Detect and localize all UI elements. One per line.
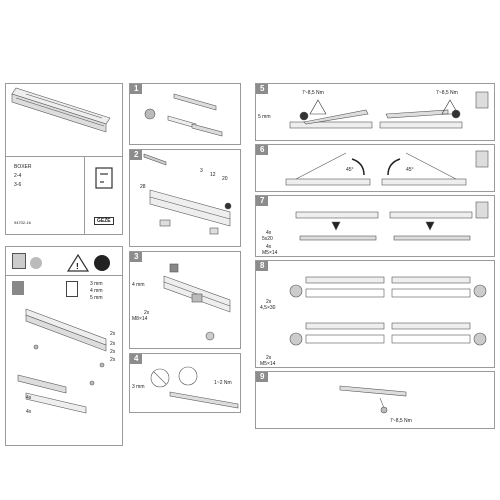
screwdriver-icon [66, 281, 78, 297]
screw-spec: M8×14 [132, 316, 148, 322]
size-1: 2-4 [14, 173, 22, 179]
step-number: 6 [256, 145, 269, 155]
step-7-panel: 7 4x 5x20 4x M5×14 [255, 195, 495, 257]
part-count: 4x [26, 409, 32, 415]
parts-illustration [17, 308, 107, 414]
step-2-illustration [143, 153, 232, 235]
book-icon [12, 253, 26, 269]
step-9-panel: 9 7~8,5 Nm [255, 371, 495, 429]
part-count: 2x [110, 357, 116, 363]
step-9-illustration [339, 385, 407, 414]
torque-right: 7~8,5 Nm [436, 90, 458, 96]
torque-label: 7~8,5 Nm [390, 418, 412, 424]
dim-label: 12 [210, 172, 216, 178]
step-3-panel: 3 4 mm 2x M8×14 [129, 251, 241, 349]
step-number: 8 [256, 261, 269, 271]
dim-label: 3 [200, 168, 203, 174]
screw-count: 2x [266, 355, 272, 361]
hex-size-3: 5 mm [90, 295, 103, 301]
step-2-panel: 2 3 12 20 28 [129, 149, 241, 247]
divider [6, 275, 122, 276]
step-6-panel: 6 45° 45° [255, 144, 495, 192]
step-1-panel: 1 [129, 83, 241, 145]
person-icon [30, 257, 42, 269]
step-1-illustration [144, 93, 223, 137]
step-number: 4 [130, 354, 143, 364]
arrow-box-icon [12, 281, 24, 295]
step-7-illustration [295, 201, 489, 241]
step-8-illustration [289, 276, 487, 346]
hex-size-2: 4 mm [90, 288, 103, 294]
step-6-illustration [285, 150, 489, 186]
cover-vertical-divider [84, 156, 85, 234]
gloves-icon [94, 255, 110, 271]
document-code: 94702-16 [14, 220, 31, 225]
screw-count: 4x [266, 230, 272, 236]
step-number: 7 [256, 196, 269, 206]
cover-panel: BOXER 2-4 3-6 94702-16 GEZE [5, 83, 123, 235]
step-number: 5 [256, 84, 269, 94]
size-2: 3-6 [14, 182, 22, 188]
model-name: BOXER [14, 164, 32, 170]
dim-label: 20 [222, 176, 228, 182]
warning-triangle-icon: ! [66, 253, 90, 272]
door-icon [95, 167, 113, 189]
tools-panel: ! 3 mm 4 mm 5 mm 2x 2x 2x 2x 4x 4x [5, 246, 123, 446]
step-number: 2 [130, 150, 143, 160]
screw-count: 2x [266, 299, 272, 305]
part-count: 4x [26, 395, 32, 401]
step-8-panel: 8 2x 4,5×30 2x M5×14 [255, 260, 495, 368]
cover-divider [6, 156, 122, 157]
screw-count: 2x [144, 310, 150, 316]
step-number: 9 [256, 372, 269, 382]
part-count: 2x [110, 331, 116, 337]
angle-left: 45° [346, 167, 354, 173]
step-4-panel: 4 3 mm 1~2 Nm [129, 353, 241, 413]
hex-size-1: 3 mm [90, 281, 103, 287]
screw-spec: 5x20 [262, 236, 273, 242]
step-5-illustration [289, 91, 489, 129]
step-number: 3 [130, 252, 143, 262]
part-count: 2x [110, 341, 116, 347]
screw-spec: M5×14 [260, 361, 276, 367]
step-3-illustration [163, 263, 231, 341]
screw-count: 4x [266, 244, 272, 250]
torque-label: 1~2 Nm [214, 380, 232, 386]
dim-label: 28 [140, 184, 146, 190]
screw-spec: 4,5×30 [260, 305, 276, 311]
part-count: 2x [110, 349, 116, 355]
angle-right: 45° [406, 167, 414, 173]
brand-logo: GEZE [94, 217, 114, 225]
torque-left: 7~8,5 Nm [302, 90, 324, 96]
step-5-panel: 5 7~8,5 Nm 7~8,5 Nm 5 mm [255, 83, 495, 141]
length-label: 4 mm [132, 282, 145, 288]
length-label: 5 mm [258, 114, 271, 120]
length-label: 3 mm [132, 384, 145, 390]
step-4-illustration [150, 366, 239, 409]
step-number: 1 [130, 84, 143, 94]
svg-text:!: ! [76, 262, 79, 271]
closer-illustration [11, 87, 111, 133]
screw-spec: M5×14 [262, 250, 278, 256]
